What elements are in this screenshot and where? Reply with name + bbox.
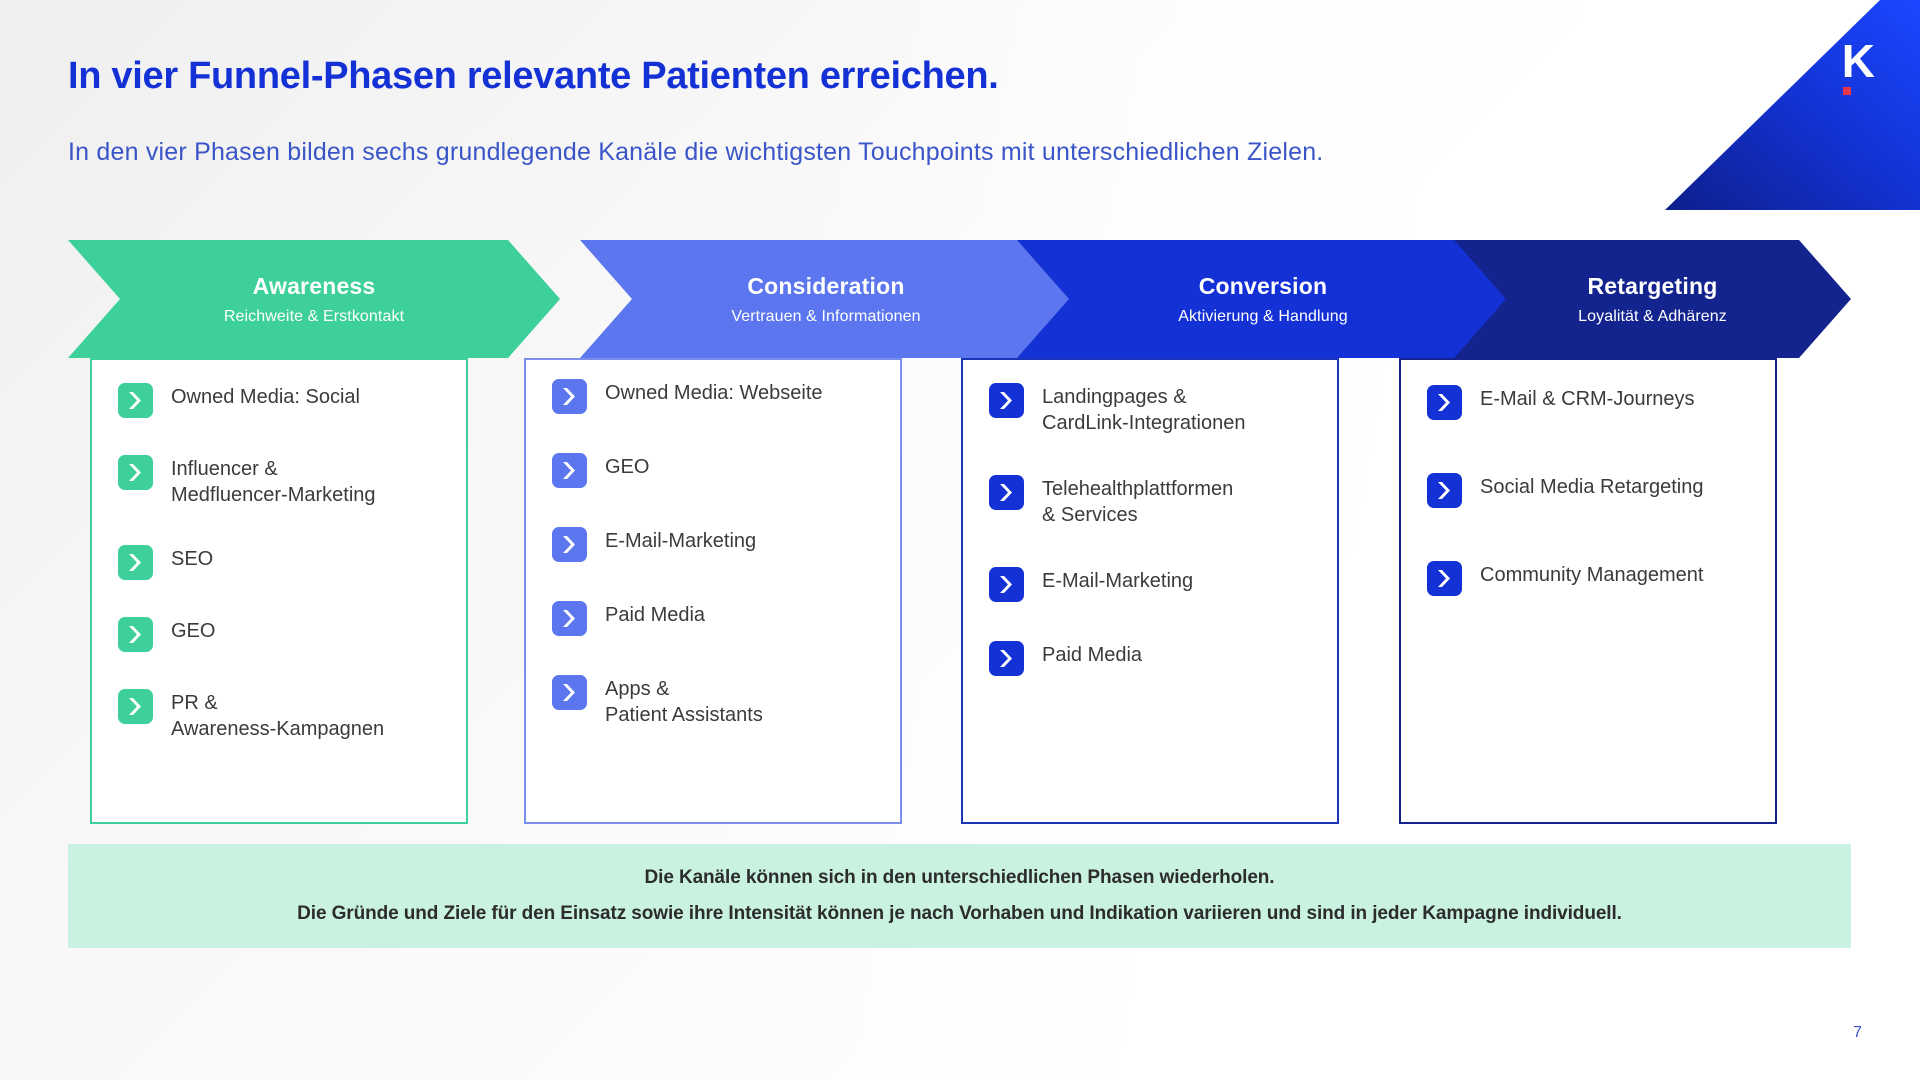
channel-label: Paid Media <box>605 604 706 626</box>
channel-label: SEO <box>171 548 214 571</box>
phase-arrow-consideration[interactable]: Consideration Vertrauen & Informationen <box>580 240 1072 358</box>
chevron-right-icon <box>552 453 587 488</box>
chevron-right-icon <box>989 475 1024 511</box>
footer-note: Die Kanäle können sich in den unterschie… <box>68 844 1851 948</box>
channel-label: GEO <box>605 456 650 478</box>
logo-letter: K <box>1841 35 1875 87</box>
chevron-right-icon <box>552 527 587 562</box>
list-item[interactable]: E-Mail & CRM-Journeys <box>1427 384 1759 420</box>
channel-label: Community Management <box>1480 564 1704 586</box>
footer-note-line-2: Die Gründe und Ziele für den Einsatz sow… <box>297 903 1622 924</box>
chevron-right-icon <box>552 601 587 636</box>
chevron-right-icon <box>1427 561 1462 596</box>
channel-column-conversion: Landingpages & CardLink-Integrationen Te… <box>961 358 1339 824</box>
page-subtitle: In den vier Phasen bilden sechs grundleg… <box>68 138 1324 166</box>
chevron-right-icon <box>989 641 1024 677</box>
channel-label: Landingpages & CardLink-Integrationen <box>1042 386 1246 434</box>
channel-label: GEO <box>171 620 216 643</box>
list-item[interactable]: GEO <box>118 616 450 653</box>
channel-label: E-Mail-Marketing <box>1042 570 1194 593</box>
list-item[interactable]: GEO <box>552 452 884 488</box>
chevron-right-icon <box>1427 385 1462 420</box>
footer-note-line-1: Die Kanäle können sich in den unterschie… <box>644 867 1275 888</box>
chevron-right-icon <box>989 567 1024 603</box>
phase-arrow-retargeting[interactable]: Retargeting Loyalität & Adhärenz <box>1454 240 1851 358</box>
channel-label: Telehealthplattformen & Services <box>1042 478 1234 526</box>
chevron-right-icon <box>118 617 153 653</box>
channel-columns: Owned Media: Social Influencer & Medflue… <box>90 358 1830 824</box>
list-item[interactable]: Landingpages & CardLink-Integrationen <box>989 382 1321 436</box>
funnel-phase-arrows: Awareness Reichweite & Erstkontakt Consi… <box>68 240 1851 358</box>
logo: K <box>1841 35 1875 95</box>
chevron-right-icon <box>552 675 587 710</box>
channel-label: PR & Awareness-Kampagnen <box>171 692 385 740</box>
chevron-right-icon <box>118 455 153 490</box>
channel-label: Apps & Patient Assistants <box>605 678 763 726</box>
channel-label: Owned Media: Social <box>171 386 360 408</box>
list-item[interactable]: E-Mail-Marketing <box>552 526 884 562</box>
list-item[interactable]: PR & Awareness-Kampagnen <box>118 688 450 742</box>
list-item[interactable]: Owned Media: Social <box>118 382 450 418</box>
channel-label: Influencer & Medfluencer-Marketing <box>171 458 376 506</box>
channel-column-awareness: Owned Media: Social Influencer & Medflue… <box>90 358 468 824</box>
page-number: 7 <box>1853 1024 1862 1041</box>
list-item[interactable]: Influencer & Medfluencer-Marketing <box>118 454 450 508</box>
page-title: In vier Funnel-Phasen relevante Patiente… <box>68 55 999 97</box>
chevron-right-icon <box>118 383 153 418</box>
channel-label: E-Mail & CRM-Journeys <box>1480 388 1695 410</box>
channel-label: Paid Media <box>1042 644 1143 667</box>
phase-arrow-awareness[interactable]: Awareness Reichweite & Erstkontakt <box>68 240 560 358</box>
list-item[interactable]: SEO <box>118 544 450 581</box>
phase-arrow-conversion[interactable]: Conversion Aktivierung & Handlung <box>1017 240 1509 358</box>
channel-column-consideration: Owned Media: Webseite GEO E-Mail-Marketi… <box>524 358 902 824</box>
chevron-right-icon <box>552 379 587 414</box>
list-item[interactable]: Social Media Retargeting <box>1427 472 1759 508</box>
list-item[interactable]: Apps & Patient Assistants <box>552 674 884 728</box>
channel-label: Social Media Retargeting <box>1480 476 1704 498</box>
logo-accent-dot <box>1842 87 1851 95</box>
list-item[interactable]: Telehealthplattformen & Services <box>989 474 1321 528</box>
channel-label: Owned Media: Webseite <box>605 382 823 404</box>
chevron-right-icon <box>1427 473 1462 508</box>
list-item[interactable]: Owned Media: Webseite <box>552 378 884 414</box>
channel-label: E-Mail-Marketing <box>605 530 757 552</box>
list-item[interactable]: Community Management <box>1427 560 1759 596</box>
list-item[interactable]: Paid Media <box>989 640 1321 677</box>
channel-column-retargeting: E-Mail & CRM-Journeys Social Media Retar… <box>1399 358 1777 824</box>
list-item[interactable]: E-Mail-Marketing <box>989 566 1321 603</box>
chevron-right-icon <box>989 383 1024 418</box>
list-item[interactable]: Paid Media <box>552 600 884 636</box>
chevron-right-icon <box>118 689 153 725</box>
corner-decoration <box>1460 0 1920 210</box>
chevron-right-icon <box>118 545 153 581</box>
